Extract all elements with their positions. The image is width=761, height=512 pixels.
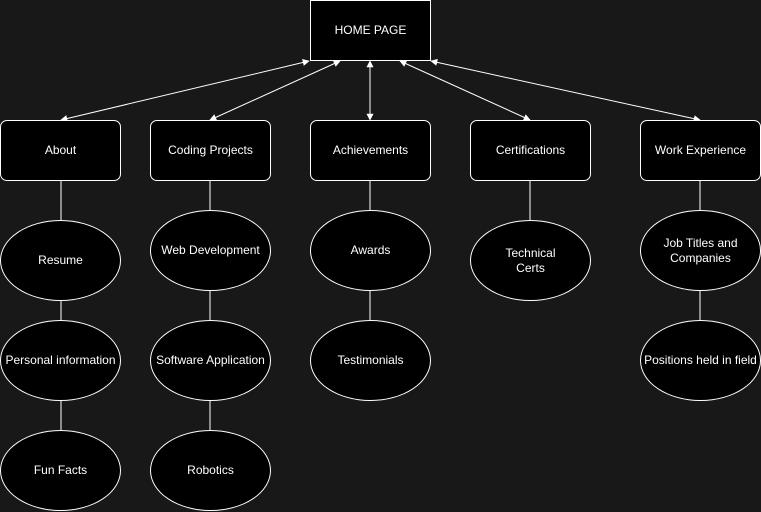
arrow-home-coding-projects [209, 60, 341, 121]
resume-label: Resume [38, 253, 83, 267]
positions-held-in-field-node[interactable]: Positions held in field [640, 320, 761, 401]
awards-label: Awards [350, 243, 391, 257]
about-node[interactable]: About [0, 120, 121, 181]
awards-node[interactable]: Awards [310, 210, 431, 291]
work-experience-node[interactable]: Work Experience [640, 120, 761, 181]
certifications-label: Certifications [495, 143, 566, 157]
fun-facts-label: Fun Facts [33, 463, 88, 477]
coding-projects-node[interactable]: Coding Projects [150, 120, 271, 181]
work-experience-label: Work Experience [654, 143, 747, 157]
arrow-home-about [60, 59, 310, 122]
technical-certs-label: Technical Certs [505, 245, 556, 275]
robotics-label: Robotics [187, 463, 234, 477]
technical-certs-node[interactable]: Technical Certs [470, 220, 591, 301]
achievements-label: Achievements [332, 143, 409, 157]
home-page-label: HOME PAGE [334, 23, 407, 37]
job-titles-and-companies-node[interactable]: Job Titles and Companies [640, 210, 761, 291]
software-application-label: Software Application [156, 353, 265, 367]
job-titles-and-companies-label: Job Titles and Companies [663, 235, 738, 265]
robotics-node[interactable]: Robotics [150, 430, 271, 511]
achievements-node[interactable]: Achievements [310, 120, 431, 181]
personal-information-node[interactable]: Personal information [0, 320, 121, 401]
testimonials-node[interactable]: Testimonials [310, 320, 431, 401]
personal-information-label: Personal information [5, 353, 116, 367]
coding-projects-label: Coding Projects [168, 143, 253, 157]
resume-node[interactable]: Resume [0, 220, 121, 301]
home-page-node[interactable]: HOME PAGE [310, 0, 431, 61]
fun-facts-node[interactable]: Fun Facts [0, 430, 121, 511]
software-application-node[interactable]: Software Application [150, 320, 271, 401]
arrow-home-work-experience [430, 58, 701, 123]
about-label: About [44, 143, 77, 157]
arrow-home-certifications [399, 60, 531, 121]
certifications-node[interactable]: Certifications [470, 120, 591, 181]
testimonials-label: Testimonials [337, 353, 404, 367]
web-development-label: Web Development [161, 243, 260, 257]
positions-held-in-field-label: Positions held in field [644, 353, 757, 367]
web-development-node[interactable]: Web Development [150, 210, 271, 291]
